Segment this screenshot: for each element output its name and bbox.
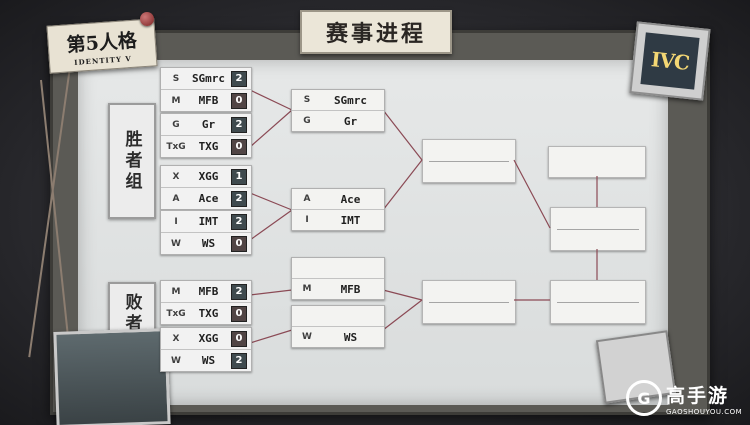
- team-row[interactable]: G Gr 2: [161, 114, 251, 136]
- team-logo-icon: TxG: [166, 308, 186, 319]
- team-logo-icon: S: [172, 73, 180, 84]
- team-logo-icon: S: [303, 95, 311, 105]
- team-name: MFB: [198, 94, 219, 107]
- team-logo-icon: M: [302, 284, 312, 294]
- team-logo-icon: A: [303, 194, 311, 204]
- team-name: WS: [201, 237, 216, 250]
- team-score: 1: [231, 168, 247, 185]
- team-row[interactable]: TxG TXG 0: [161, 136, 251, 157]
- team-score: 0: [231, 330, 247, 347]
- team-name: IMT: [198, 215, 219, 228]
- team-logo-icon: [297, 309, 317, 323]
- pin-icon: [140, 12, 154, 26]
- team-row[interactable]: W WS 2: [161, 350, 251, 371]
- team-name: WS: [343, 330, 358, 344]
- team-row[interactable]: [292, 258, 384, 279]
- team-score: 2: [231, 283, 247, 300]
- team-name: XGG: [198, 332, 219, 345]
- team-row[interactable]: M MFB 0: [161, 90, 251, 111]
- team-name: SGmrc: [333, 93, 368, 107]
- match-card[interactable]: M MFB: [291, 257, 385, 300]
- team-logo-icon: I: [305, 215, 309, 225]
- team-logo-icon: X: [172, 333, 180, 344]
- ivc-logo: IVC: [629, 21, 711, 101]
- team-score: 2: [231, 213, 247, 230]
- grand-final-winner-slot[interactable]: [548, 146, 646, 178]
- team-name: WS: [201, 354, 216, 367]
- winners-bracket-label: 胜者组: [108, 103, 156, 219]
- match-card[interactable]: W WS: [291, 305, 385, 348]
- team-name: SGmrc: [191, 72, 226, 85]
- team-logo-icon: [297, 261, 317, 275]
- team-name: Gr: [343, 114, 358, 128]
- page-title: 赛事进程: [300, 10, 452, 54]
- team-logo-icon: M: [171, 95, 181, 106]
- watermark-icon: G: [626, 380, 662, 416]
- team-logo-icon: W: [171, 355, 181, 366]
- team-row[interactable]: A Ace 2: [161, 188, 251, 209]
- team-name: MFB: [340, 282, 361, 296]
- team-score: 2: [231, 70, 247, 87]
- team-score: 2: [231, 352, 247, 369]
- team-logo-icon: X: [172, 171, 180, 182]
- watermark-text: 高手游: [666, 384, 730, 407]
- team-score: 0: [231, 235, 247, 252]
- team-name: Ace: [198, 192, 219, 205]
- team-score: 0: [231, 138, 247, 155]
- team-row[interactable]: X XGG 1: [161, 166, 251, 188]
- team-logo-icon: TxG: [166, 141, 186, 152]
- team-name: IMT: [340, 213, 361, 227]
- grand-final-slot[interactable]: [550, 207, 646, 251]
- game-logo-main: 第5人格: [65, 29, 138, 56]
- team-name: Gr: [201, 118, 216, 131]
- team-name: XGG: [198, 170, 219, 183]
- team-row[interactable]: X XGG 0: [161, 328, 251, 350]
- winners-final-slot[interactable]: [422, 139, 516, 183]
- watermark: G 高手游 GAOSHOUYOU.COM: [626, 380, 742, 416]
- team-name: MFB: [198, 285, 219, 298]
- team-row[interactable]: I IMT 2: [161, 211, 251, 233]
- team-row[interactable]: S SGmrc 2: [161, 68, 251, 90]
- game-logo: 第5人格 IDENTITY V: [46, 18, 158, 74]
- team-row[interactable]: W WS 0: [161, 233, 251, 254]
- team-score: 2: [231, 190, 247, 207]
- team-logo-icon: I: [174, 216, 178, 227]
- team-logo-icon: G: [303, 116, 311, 126]
- team-row[interactable]: S SGmrc: [292, 90, 384, 111]
- team-name: TXG: [198, 307, 219, 320]
- team-score: 0: [231, 92, 247, 109]
- team-row[interactable]: I IMT: [292, 210, 384, 230]
- ivc-logo-text: IVC: [640, 32, 700, 90]
- decor-photo: [53, 328, 171, 425]
- team-row[interactable]: M MFB 2: [161, 281, 251, 303]
- team-logo-icon: M: [171, 286, 181, 297]
- team-score: 0: [231, 305, 247, 322]
- team-name: TXG: [198, 140, 219, 153]
- losers-final-slot[interactable]: [550, 280, 646, 324]
- team-logo-icon: W: [302, 332, 312, 342]
- team-logo-icon: G: [172, 119, 180, 130]
- team-row[interactable]: TxG TXG 0: [161, 303, 251, 324]
- team-logo-icon: A: [172, 193, 180, 204]
- team-row[interactable]: W WS: [292, 327, 384, 347]
- team-score: 2: [231, 116, 247, 133]
- team-row[interactable]: A Ace: [292, 189, 384, 210]
- watermark-url: GAOSHOUYOU.COM: [666, 407, 743, 416]
- team-logo-icon: W: [171, 238, 181, 249]
- team-row[interactable]: G Gr: [292, 111, 384, 131]
- team-row[interactable]: [292, 306, 384, 327]
- team-row[interactable]: M MFB: [292, 279, 384, 299]
- losers-round3-slot[interactable]: [422, 280, 516, 324]
- team-name: Ace: [340, 192, 361, 206]
